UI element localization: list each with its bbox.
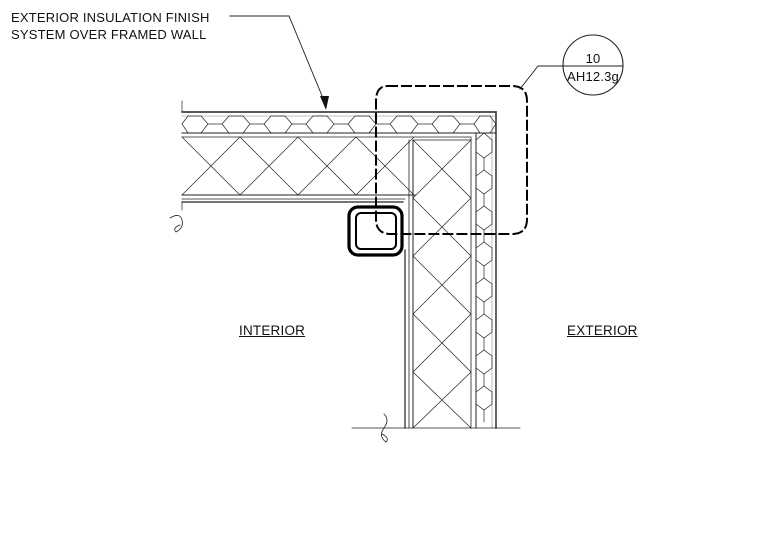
detail-tag-circle <box>562 34 624 96</box>
detail-boundary-dashed <box>375 85 528 235</box>
detail-tag-sheet: AH12.3g <box>567 69 619 84</box>
horizontal-wall <box>169 100 497 233</box>
insulation-pattern-horizontal <box>181 115 497 134</box>
eifs-callout-text: EXTERIOR INSULATION FINISH SYSTEM OVER F… <box>11 9 210 43</box>
break-symbol-left <box>169 215 183 233</box>
callout-leader-arrow <box>320 96 329 110</box>
interior-label: INTERIOR <box>239 323 306 338</box>
insulation-pattern-vertical <box>475 132 493 423</box>
stud-cavity-pattern-horizontal <box>181 136 415 196</box>
callout-line-2: SYSTEM OVER FRAMED WALL <box>11 27 207 42</box>
detail-tag-leader <box>519 65 564 90</box>
callout-line-1: EXTERIOR INSULATION FINISH <box>11 10 210 25</box>
stud-cavity-pattern-vertical <box>412 139 472 429</box>
break-symbol-bottom <box>381 413 388 443</box>
vertical-wall <box>351 111 521 443</box>
callout-leader-line <box>229 15 326 104</box>
detail-tag-number: 10 <box>585 51 601 66</box>
exterior-label: EXTERIOR <box>567 323 638 338</box>
